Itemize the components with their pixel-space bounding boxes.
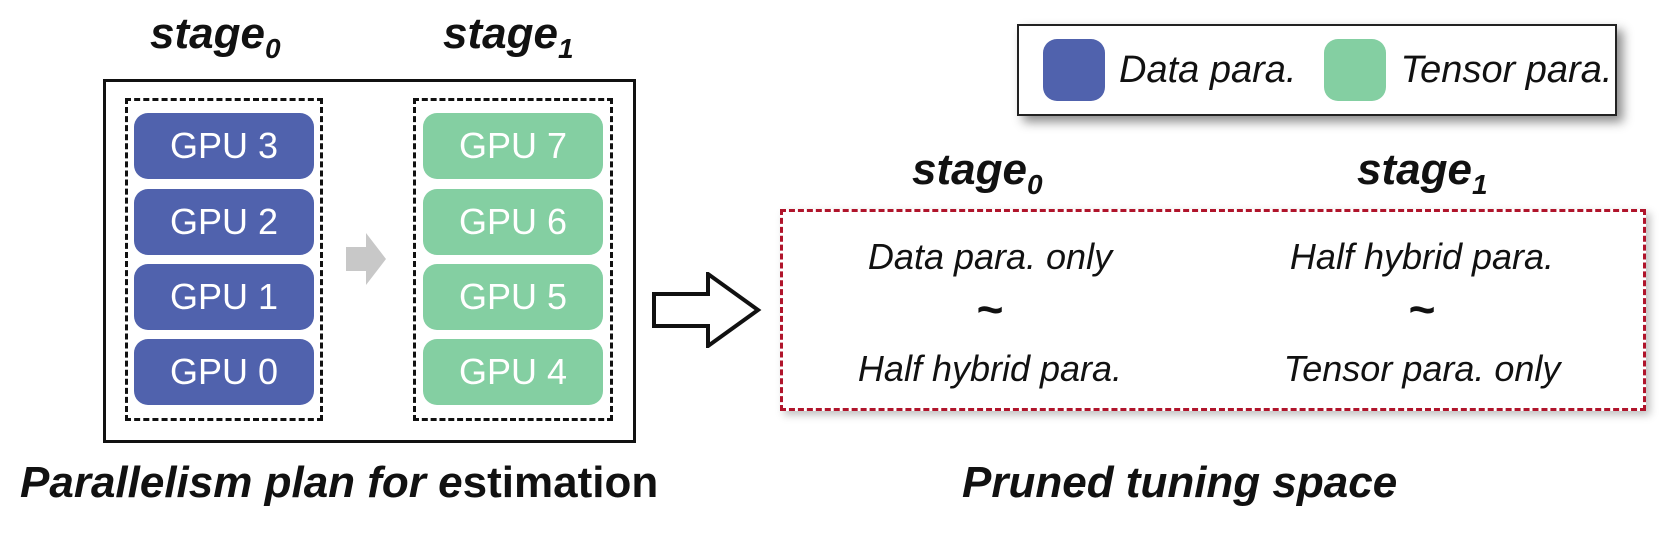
stage1-range-start: Half hybrid para. [1289,236,1555,277]
stage1-gpu-box: GPU 7 [423,113,603,179]
left-stage0-text: stage [150,9,265,58]
stage0-gpu-box: GPU 3 [134,113,314,179]
pruning-arrow-icon [652,272,762,348]
stage0-gpu-box: GPU 0 [134,339,314,405]
stage1-gpu-box: GPU 6 [423,189,603,255]
left-stage0-sub: 0 [264,33,281,64]
right-stage1-text: stage [1357,145,1472,194]
legend-tensor-label: Tensor para. [1400,48,1613,91]
right-stage1-sub: 1 [1471,169,1488,200]
tensor-para-swatch [1324,39,1387,101]
right-stage1-label: stage1 [1357,148,1488,199]
stage1-gpu-group [413,98,613,421]
stage1-gpu-box: GPU 5 [423,264,603,330]
right-stage0-label: stage0 [912,148,1043,199]
stage-transition-arrow-icon [346,233,386,285]
legend-data-label: Data para. [1119,48,1297,91]
stage0-range-end: Half hybrid para. [857,348,1123,389]
legend: Data para. Tensor para. [1017,24,1617,116]
stage1-range-tilde: ~ [1408,283,1436,335]
stage0-gpu-group [125,98,323,421]
stage0-range-start: Data para. only [867,236,1113,277]
left-stage0-label: stage0 [150,12,281,63]
data-para-swatch [1043,39,1105,101]
caption-italic-part: Parallelism plan for e [20,458,463,507]
right-stage0-text: stage [912,145,1027,194]
pruned-space-caption: Pruned tuning space [962,458,1398,507]
right-stage0-sub: 0 [1026,169,1043,200]
left-stage1-label: stage1 [443,12,574,63]
parallelism-plan-box [103,79,636,443]
stage0-range-tilde: ~ [976,283,1004,335]
left-stage1-sub: 1 [557,33,574,64]
stage0-gpu-box: GPU 2 [134,189,314,255]
caption-plain-part: stimation [462,458,659,507]
parallelism-plan-caption: Parallelism plan for estimation [20,458,658,508]
left-stage1-text: stage [443,9,558,58]
stage1-gpu-box: GPU 4 [423,339,603,405]
stage0-gpu-box: GPU 1 [134,264,314,330]
stage1-range-end: Tensor para. only [1283,348,1561,389]
pruned-space-box [780,209,1646,411]
